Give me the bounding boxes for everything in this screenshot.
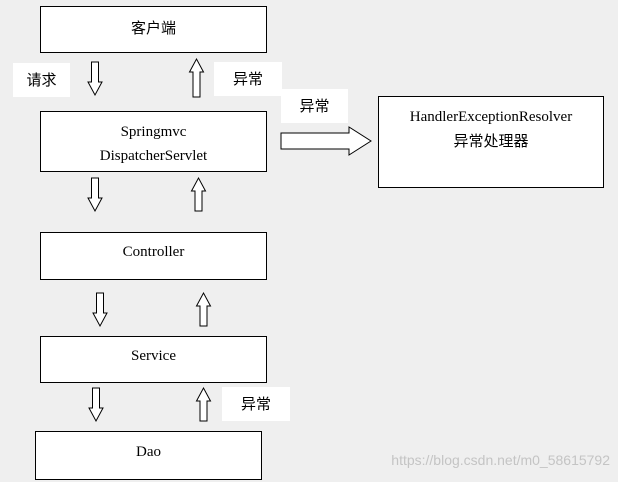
service-box: Service xyxy=(40,336,267,383)
exception-label-client: 异常 xyxy=(214,62,282,96)
dao-label: Dao xyxy=(136,444,161,460)
service-label: Service xyxy=(131,348,176,364)
arrow-down-request xyxy=(87,61,103,97)
arrow-up-dispatcher xyxy=(190,176,207,212)
arrow-up-controller xyxy=(195,291,212,327)
dispatcher-servlet-box: Springmvc DispatcherServlet xyxy=(40,111,267,172)
arrow-up-service xyxy=(195,386,212,422)
arrow-down-service xyxy=(92,292,108,328)
handler-exception-resolver-box: HandlerExceptionResolver 异常处理器 xyxy=(378,96,604,188)
client-box: 客户端 xyxy=(40,6,267,53)
watermark: https://blog.csdn.net/m0_58615792 xyxy=(391,452,610,468)
dispatcher-label-line1: Springmvc xyxy=(120,124,187,140)
controller-label: Controller xyxy=(122,244,185,260)
arrow-down-dao xyxy=(88,387,104,423)
controller-box: Controller xyxy=(40,232,267,280)
arrow-right-exception xyxy=(280,126,372,156)
exception-label-dao: 异常 xyxy=(222,387,290,421)
resolver-label-line1: HandlerExceptionResolver xyxy=(409,109,573,125)
arrow-up-exception xyxy=(188,57,205,98)
dao-box: Dao xyxy=(35,431,262,480)
request-label: 请求 xyxy=(13,63,70,97)
arrow-down-controller xyxy=(87,177,103,213)
client-label: 客户端 xyxy=(130,19,176,37)
exception-label-resolver: 异常 xyxy=(281,89,348,123)
resolver-label-line2: 异常处理器 xyxy=(453,132,529,150)
dispatcher-label-line2: DispatcherServlet xyxy=(99,148,208,164)
